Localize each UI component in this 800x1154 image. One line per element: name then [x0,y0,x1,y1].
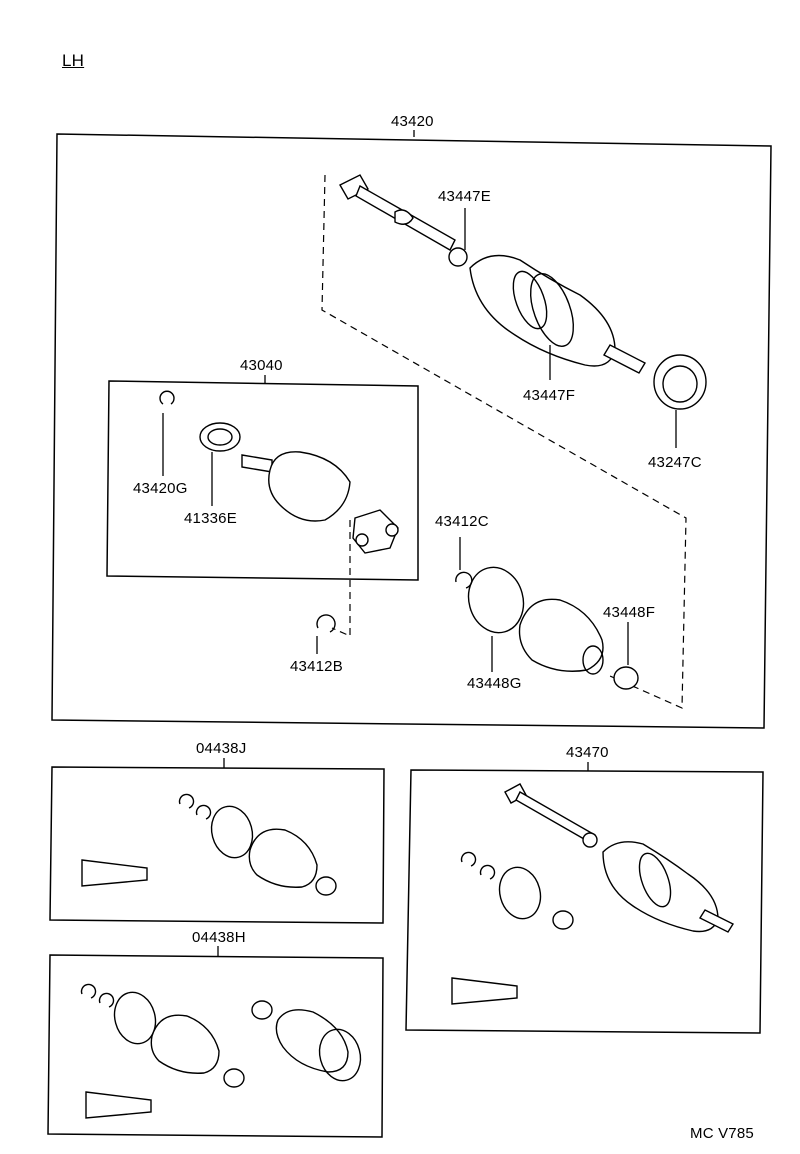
group-frame-04438H [47,954,384,1138]
part-number-43412C: 43412C [435,513,489,530]
part-number-43470: 43470 [566,744,609,761]
part-number-04438H: 04438H [192,929,246,946]
part-number-04438J: 04438J [196,740,247,757]
part-number-43247C: 43247C [648,454,702,471]
part-number-43448F: 43448F [603,604,656,621]
snap-ring-43412B [316,614,336,633]
phantom-outline [321,174,687,709]
part-number-43420: 43420 [391,113,434,130]
kit-04438J-parts [81,793,337,896]
group-frame-43470 [405,769,764,1034]
figure-code: MC V785 [690,1125,754,1142]
part-number-43412B: 43412B [290,658,343,675]
part-number-43447E: 43447E [438,188,491,205]
part-number-43420G: 43420G [133,480,188,497]
inboard-joint-parts [159,390,399,554]
boot-parts [455,566,639,690]
drive-shaft-43420 [339,174,707,410]
part-number-43447F: 43447F [523,387,576,404]
part-number-43040: 43040 [240,357,283,374]
part-number-43448G: 43448G [467,675,522,692]
kit-04438H-parts [80,983,362,1119]
part-number-41336E: 41336E [184,510,237,527]
group-frame-04438J [49,766,385,924]
group-frame-43040 [106,380,419,581]
group-frame-43420 [51,133,772,729]
side-label: LH [62,51,85,70]
shaft-43470-parts [451,783,735,1005]
